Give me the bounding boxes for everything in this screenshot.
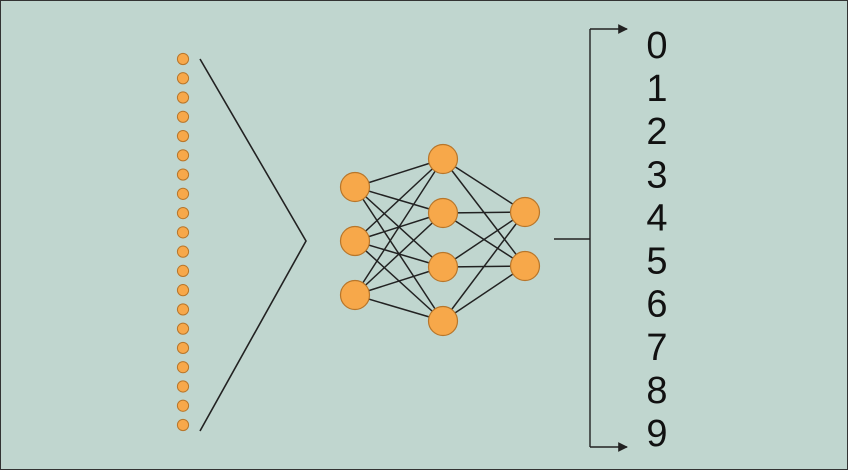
output-label-0: 0 [646,25,667,67]
output-label-1: 1 [646,68,667,110]
output-label-6: 6 [646,284,667,326]
input-dot [176,380,190,393]
output-bracket [554,24,628,452]
input-dot [176,341,190,355]
network-edges [354,158,526,322]
funnel-bracket [199,58,307,432]
layer-1-node [339,171,371,203]
input-dot [176,110,190,123]
layer-2-node [427,197,459,229]
network-edge [354,158,444,296]
network-edge [354,158,444,242]
input-dot [176,361,190,374]
input-dot [176,418,190,432]
layer-2-node [427,251,459,283]
network-edge [354,266,444,296]
input-dot [176,226,190,239]
input-dot [176,52,190,66]
layer-3-node [509,250,541,282]
input-dot [176,91,190,104]
input-dot [176,303,190,316]
network-edge [354,212,444,296]
input-dot [176,284,190,297]
input-dot [176,245,190,258]
output-label-2: 2 [646,111,667,153]
layer-2-node [427,143,459,175]
network-edge [442,211,526,322]
network-edge [442,211,526,268]
input-dot [176,399,190,412]
input-dot [176,322,190,335]
output-label-9: 9 [646,413,667,455]
output-label-7: 7 [646,327,667,369]
network-edge [442,158,526,213]
output-label-4: 4 [646,197,667,239]
input-dots-column [176,52,190,432]
output-label-8: 8 [646,370,667,412]
layer-3-node [509,196,541,228]
input-dot [176,129,190,143]
layer-2-node [427,305,459,337]
input-dot [176,207,190,220]
output-label-3: 3 [646,154,667,196]
input-dot [176,264,190,277]
network-edge [354,158,444,188]
layer-1-node [339,279,371,311]
network-edge [442,265,526,322]
input-dot [176,187,190,200]
input-dot [176,72,190,85]
network-nodes [339,143,541,337]
network-edge [354,294,444,322]
input-dot [176,168,190,181]
layer-1-node [339,225,371,257]
output-label-5: 5 [646,241,667,283]
input-dot [176,149,190,162]
